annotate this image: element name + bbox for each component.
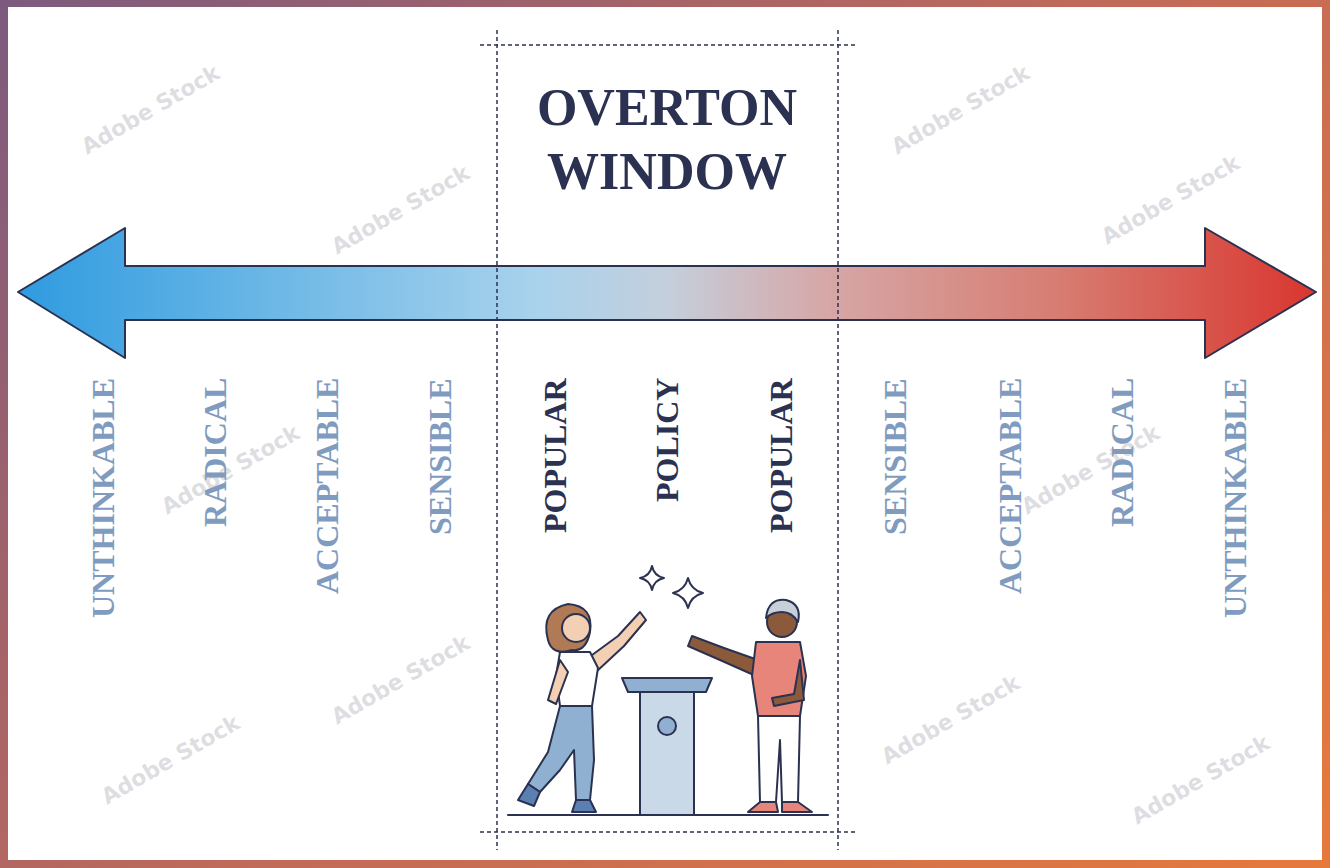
- scale-label: SENSIBLE: [423, 378, 457, 535]
- shoe: [518, 784, 540, 806]
- arm: [548, 660, 568, 704]
- scale-label: UNTHINKABLE: [1218, 378, 1252, 618]
- shirt: [752, 642, 806, 716]
- podium-body: [640, 692, 694, 815]
- window-edge: [837, 30, 839, 850]
- woman-figure: [518, 604, 646, 812]
- scale-label: POPULAR: [764, 378, 798, 533]
- shoe: [572, 800, 596, 812]
- podium-badge: [658, 717, 676, 735]
- hair: [546, 604, 590, 652]
- scale-label: UNTHINKABLE: [86, 378, 120, 618]
- arm: [772, 660, 804, 706]
- watermark: Adobe Stock: [326, 630, 474, 730]
- scale-label: POPULAR: [538, 378, 572, 533]
- window-edge: [480, 44, 855, 46]
- window-edge: [480, 831, 855, 833]
- hair: [766, 600, 799, 622]
- scale-label: RADICAL: [198, 378, 232, 527]
- spectrum-arrow: [18, 228, 1316, 358]
- scale-label: ACCEPTABLE: [993, 378, 1027, 594]
- watermark: Adobe Stock: [876, 670, 1024, 770]
- shoe: [782, 802, 812, 812]
- watermark: Adobe Stock: [1126, 730, 1274, 830]
- raised-arm: [688, 636, 758, 676]
- scale-label: POLICY: [650, 378, 684, 502]
- window-edge: [496, 30, 498, 850]
- watermark: Adobe Stock: [76, 60, 224, 160]
- jeans: [528, 706, 594, 800]
- scale-label: SENSIBLE: [878, 378, 912, 535]
- raised-arm: [588, 612, 646, 672]
- sparkle: [673, 578, 703, 608]
- man-figure: [688, 600, 812, 812]
- window-frame: [480, 30, 855, 850]
- trousers: [758, 716, 800, 802]
- speakers-illustration: [508, 566, 828, 815]
- podium-top: [622, 678, 712, 692]
- sparkle: [640, 566, 664, 590]
- scale-label: ACCEPTABLE: [310, 378, 344, 594]
- watermark: Adobe Stock: [326, 160, 474, 260]
- head: [562, 614, 590, 642]
- shoe: [748, 802, 778, 812]
- watermark: Adobe Stock: [1096, 150, 1244, 250]
- watermark: Adobe Stock: [96, 710, 244, 810]
- watermark: Adobe Stock: [886, 60, 1034, 160]
- watermark: Adobe Stock: [1016, 420, 1164, 520]
- white-panel: [8, 7, 1322, 860]
- diagram-title: OVERTON WINDOW: [502, 76, 832, 204]
